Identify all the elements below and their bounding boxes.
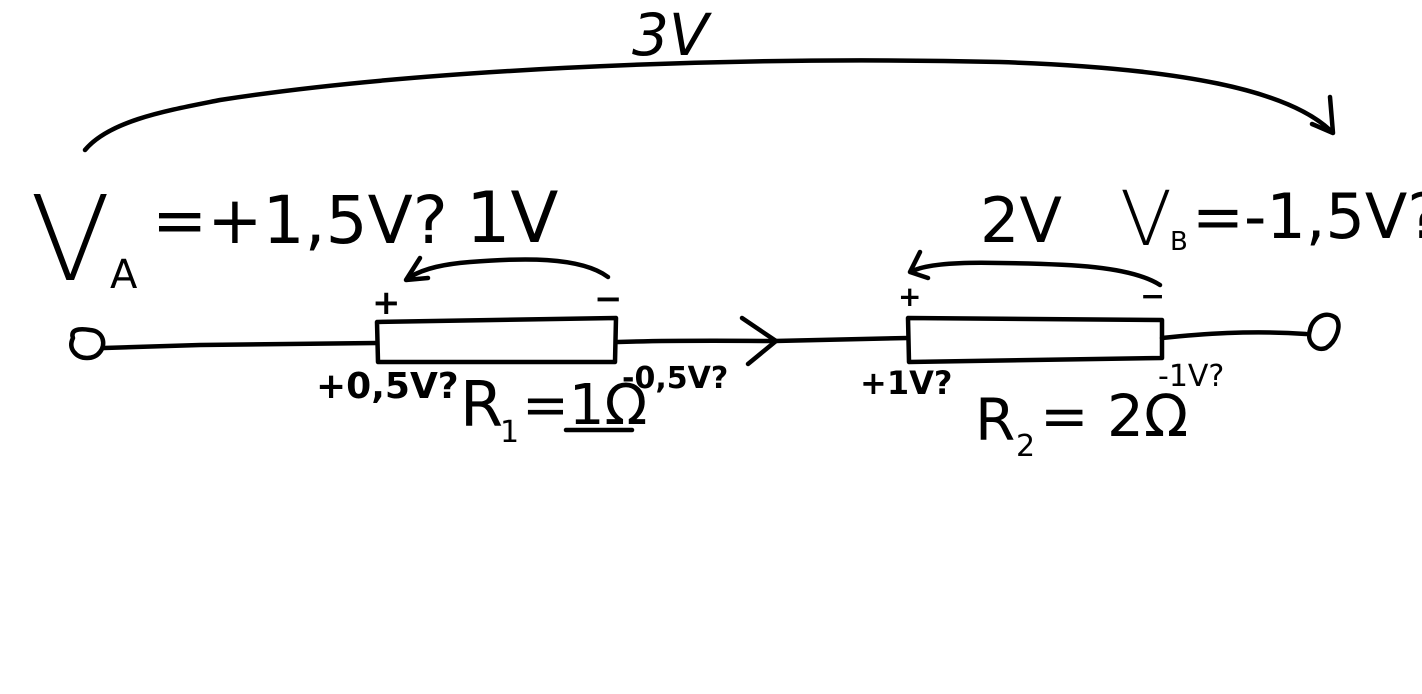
r2-minus-sign: − [1140,279,1165,314]
r1-subscript: 1 [500,415,519,450]
r1-voltage-label: 1V [466,177,559,259]
wire-r1-r2 [615,335,911,345]
r2-value: = 2Ω [1040,382,1188,450]
r2-voltage-arrowhead [907,249,931,281]
va-symbol: V [30,170,111,308]
r1-value: =1Ω [522,373,647,438]
resistor-r2 [905,315,1165,365]
terminal-a [69,327,106,361]
r1-right-potential: -0,5V? [622,361,728,396]
total-voltage-label: 3V [632,1,713,69]
current-direction-arrow [739,315,779,367]
r2-symbol: R [975,386,1015,454]
r2-voltage-arrow [912,260,1163,288]
vb-subscript: B [1170,227,1188,257]
r2-voltage-label: 2V [980,184,1062,257]
r2-right-potential: -1V? [1158,359,1224,394]
r1-left-potential: +0,5V? [316,366,459,407]
r1-symbol: R [460,368,503,441]
vb-value: =-1,5V? [1192,180,1422,253]
va-subscript: A [110,252,138,298]
resistor-r1 [374,315,619,365]
total-voltage-arrowhead [1309,94,1336,136]
total-voltage-arrow [82,58,1335,153]
terminal-b [1306,312,1341,352]
va-value: =+1,5V? [152,182,448,259]
r1-minus-sign: − [594,279,623,319]
r2-plus-sign: + [898,280,921,313]
wire-a-r1 [101,340,380,351]
vb-symbol: V [1120,174,1172,263]
r2-left-potential: +1V? [860,364,952,402]
wire-r2-b [1159,330,1309,341]
r1-voltage-arrowhead [403,255,431,283]
r2-subscript: 2 [1016,429,1035,464]
r1-plus-sign: + [372,283,401,323]
r1-voltage-arrow [407,257,611,280]
